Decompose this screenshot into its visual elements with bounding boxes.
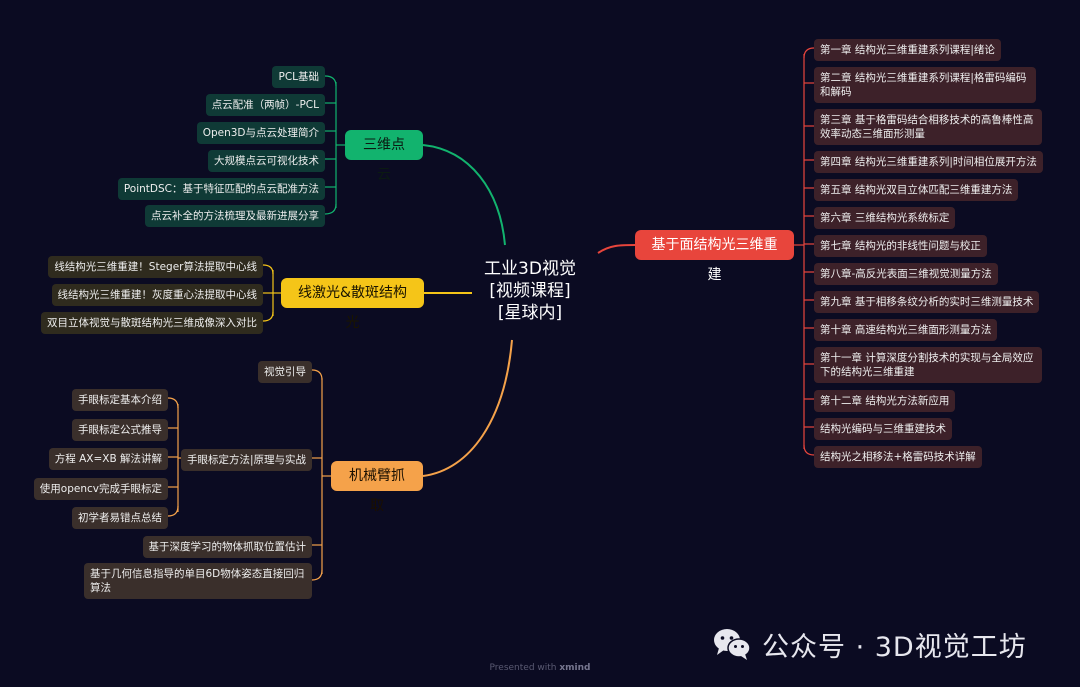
chapter-node[interactable]: 第一章 结构光三维重建系列课程|绪论 (814, 39, 1001, 61)
chapter-node[interactable]: 第四章 结构光三维重建系列|时间相位展开方法 (814, 151, 1043, 173)
watermark-text: 公众号 · 3D视觉工坊 (762, 631, 1027, 663)
chapter-node[interactable]: 结构光编码与三维重建技术 (814, 418, 952, 440)
topic-node[interactable]: 视觉引导 (258, 361, 312, 383)
xmind-brand: xmind (559, 663, 591, 673)
topic-node[interactable]: PointDSC：基于特征匹配的点云配准方法 (117, 178, 325, 200)
topic-node[interactable]: Open3D与点云处理简介 (196, 122, 325, 144)
topic-node[interactable]: 基于几何信息指导的单目6D物体姿态直接回归算法 (84, 563, 312, 599)
topic-node[interactable]: PCL基础 (272, 66, 325, 88)
root-topic[interactable]: 工业3D视觉 [视频课程] [星球内] (484, 259, 576, 323)
topic-node[interactable]: 使用opencv完成手眼标定 (33, 478, 168, 500)
chapter-node[interactable]: 第六章 三维结构光系统标定 (814, 207, 956, 229)
topic-node[interactable]: 大规模点云可视化技术 (208, 150, 325, 172)
watermark: 公众号 · 3D视觉工坊 (712, 624, 1027, 664)
wechat-icon (714, 629, 751, 660)
chapter-node[interactable]: 第七章 结构光的非线性问题与校正 (814, 235, 987, 257)
topic-node[interactable]: 方程 AX=XB 解法讲解 (48, 448, 168, 470)
footer-prefix: Presented with (489, 663, 560, 673)
footer: Presented with xmind (0, 663, 1080, 673)
branch-robot-arm[interactable]: 机械臂抓取 (331, 461, 423, 514)
topic-node[interactable]: 点云配准（两帧）-PCL (205, 94, 325, 116)
topic-node[interactable]: 线结构光三维重建！灰度重心法提取中心线 (51, 284, 263, 306)
branch-surface-structured-light[interactable]: 基于面结构光三维重建 (635, 230, 794, 283)
topic-node[interactable]: 线结构光三维重建！Steger算法提取中心线 (48, 256, 263, 278)
topic-node[interactable]: 点云补全的方法梳理及最新进展分享 (145, 205, 325, 227)
topic-node[interactable]: 手眼标定基本介绍 (72, 389, 168, 411)
chapter-node[interactable]: 第十二章 结构光方法新应用 (814, 390, 956, 412)
topic-node[interactable]: 基于深度学习的物体抓取位置估计 (142, 536, 312, 558)
branch-point-cloud[interactable]: 三维点云 (345, 130, 423, 183)
chapter-node[interactable]: 第八章-高反光表面三维视觉测量方法 (814, 263, 998, 285)
branch-line-laser[interactable]: 线激光&散斑结构光 (281, 278, 424, 331)
chapter-node[interactable]: 结构光之相移法+格雷码技术详解 (814, 446, 982, 468)
topic-node[interactable]: 手眼标定公式推导 (72, 419, 168, 441)
chapter-node[interactable]: 第三章 基于格雷码结合相移技术的高鲁棒性高效率动态三维面形测量 (814, 109, 1042, 145)
chapter-node[interactable]: 第十一章 计算深度分割技术的实现与全局效应下的结构光三维重建 (814, 347, 1042, 383)
chapter-node[interactable]: 第二章 结构光三维重建系列课程|格雷码编码和解码 (814, 67, 1036, 103)
topic-node[interactable]: 双目立体视觉与散斑结构光三维成像深入对比 (41, 312, 263, 334)
topic-node[interactable]: 手眼标定方法|原理与实战 (180, 449, 312, 471)
chapter-node[interactable]: 第十章 高速结构光三维面形测量方法 (814, 319, 998, 341)
chapter-node[interactable]: 第五章 结构光双目立体匹配三维重建方法 (814, 179, 1019, 201)
topic-node[interactable]: 初学者易错点总结 (72, 507, 168, 529)
chapter-node[interactable]: 第九章 基于相移条纹分析的实时三维测量技术 (814, 291, 1040, 313)
